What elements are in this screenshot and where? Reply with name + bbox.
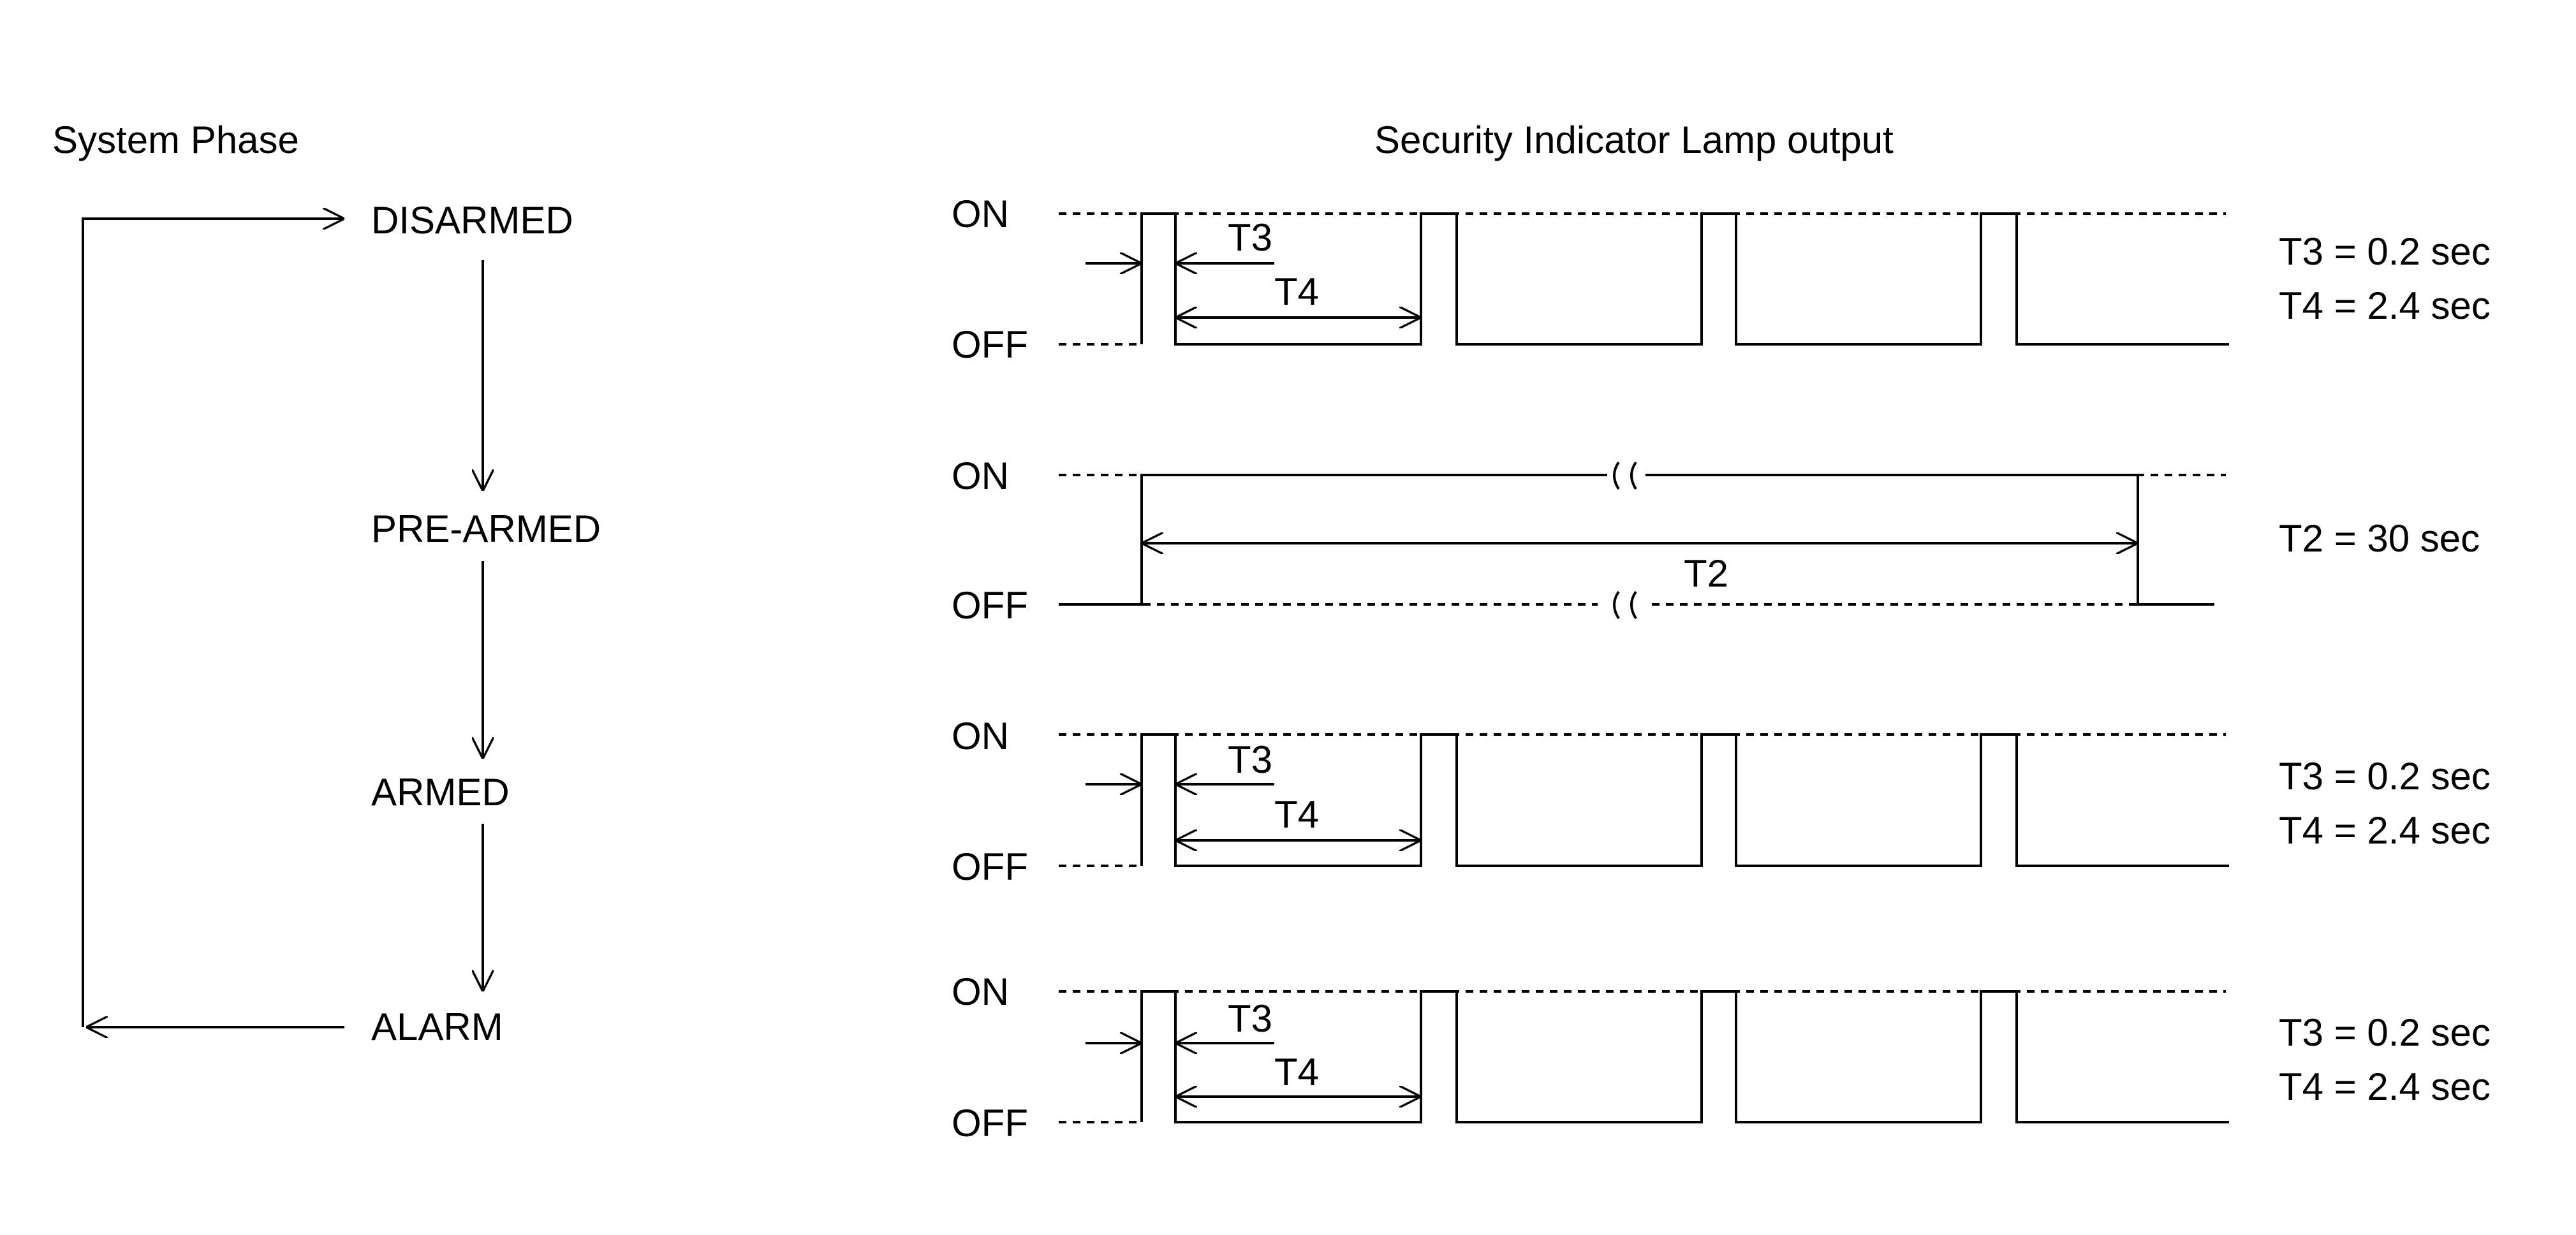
off-label: OFF xyxy=(952,323,1028,366)
phase-armed: ARMED xyxy=(371,771,510,814)
spec-t4: T4 = 2.4 sec xyxy=(2279,809,2491,852)
off-label: OFF xyxy=(952,584,1028,627)
system-phase-header: System Phase xyxy=(52,119,299,161)
phase-alarm: ALARM xyxy=(371,1005,503,1048)
return-arrow-up xyxy=(82,219,344,1027)
break-mark-bottom xyxy=(1613,590,1637,620)
phase-disarmed: DISARMED xyxy=(371,199,573,242)
phase-prearmed: PRE-ARMED xyxy=(371,508,601,550)
on-label: ON xyxy=(952,193,1009,235)
spec-t3: T3 = 0.2 sec xyxy=(2279,755,2491,798)
t2-marker: T2 xyxy=(1684,552,1728,595)
t3-marker: T3 xyxy=(1228,216,1272,259)
waveform-armed xyxy=(1059,733,2229,867)
waveform-disarmed xyxy=(1059,212,2229,346)
t4-marker: T4 xyxy=(1274,270,1319,313)
off-label: OFF xyxy=(952,845,1028,888)
t4-marker: T4 xyxy=(1274,793,1319,836)
t3-marker: T3 xyxy=(1228,997,1272,1040)
spec-t3: T3 = 0.2 sec xyxy=(2279,230,2491,273)
pulse-train xyxy=(1140,990,2229,1123)
break-mark-top xyxy=(1613,461,1637,490)
spec-t4: T4 = 2.4 sec xyxy=(2279,1065,2491,1108)
pulse-train xyxy=(1140,212,2229,346)
waveform-prearmed xyxy=(1059,461,2226,620)
on-label: ON xyxy=(952,455,1009,497)
waveform-alarm xyxy=(1059,990,2229,1123)
long-pulse xyxy=(1059,474,2214,606)
spec-t2: T2 = 30 sec xyxy=(2279,517,2480,560)
on-label: ON xyxy=(952,970,1009,1013)
on-label: ON xyxy=(952,715,1009,757)
spec-t3: T3 = 0.2 sec xyxy=(2279,1011,2491,1054)
off-label: OFF xyxy=(952,1102,1028,1144)
phase-flow xyxy=(82,219,483,1027)
spec-t4: T4 = 2.4 sec xyxy=(2279,284,2491,327)
t4-marker: T4 xyxy=(1274,1051,1319,1093)
pulse-train xyxy=(1140,733,2229,867)
t3-marker: T3 xyxy=(1228,738,1272,781)
lamp-output-header: Security Indicator Lamp output xyxy=(1374,119,1894,161)
